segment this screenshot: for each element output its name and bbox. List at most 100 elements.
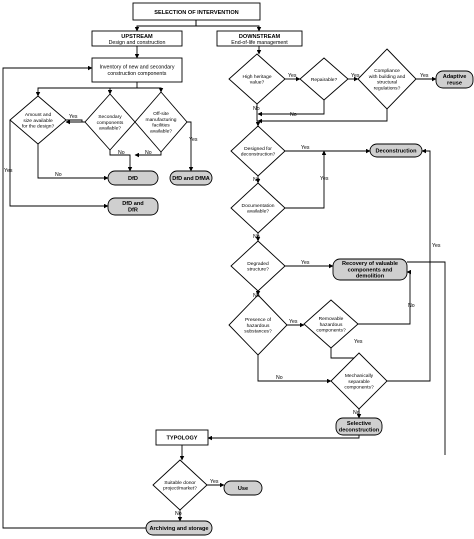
decision-donor-text: Suitable donor [164, 480, 196, 486]
decision-offsite-text: facilities [152, 123, 170, 129]
outcome-use: Use [223, 480, 263, 496]
outcome-dfd: DfD [107, 170, 159, 186]
box-inventory: Inventory of new and secondaryconstructi… [91, 57, 183, 83]
edge-repairable-no [257, 100, 325, 117]
edge-label-yes: Yes [4, 168, 13, 174]
edge-label-yes: Yes [210, 479, 219, 485]
inventory-text: construction components [108, 71, 167, 77]
decision-offsite-text: available? [150, 129, 172, 135]
recovery-text: components and [348, 267, 393, 273]
decision-amount-text: Amount and [25, 112, 52, 118]
downstream-subtitle: End-of-life management [231, 40, 288, 46]
dfd-dfma-text: DfD and DfMA [172, 176, 210, 182]
decision-offsite: Off-sitemanufacturingfacilitiesavailable… [134, 91, 188, 153]
edge-label-yes: Yes [189, 137, 198, 143]
decision-designed-text: deconstruction? [241, 152, 276, 158]
dfd-dfr-text: DfR [128, 207, 138, 213]
flow-connectors [2, 20, 446, 529]
recovery-text: demolition [356, 274, 385, 280]
decision-secondary-text: available? [99, 126, 121, 132]
edge-amount-no [37, 144, 109, 181]
edge-separable-yes [387, 148, 431, 382]
decision-compliance-text: structural [377, 80, 397, 86]
edge-outcomes-to-typology [207, 435, 360, 441]
use-text: Use [238, 486, 248, 492]
selective-text: deconstruction [339, 427, 380, 433]
edge-label-no: No [290, 112, 297, 118]
decision-heritage-text: value? [250, 80, 265, 86]
adaptive-text: Adaptive [443, 74, 467, 80]
edge-offsite-no [134, 152, 162, 158]
recovery-text: Recovery of valuable [342, 261, 398, 267]
edge-label-no: No [253, 106, 260, 112]
downstream-header: DOWNSTREAM End-of-life management [216, 30, 303, 47]
outcome-deconstruction: Deconstruction [369, 143, 423, 158]
decision-documentation-text: available? [247, 209, 269, 215]
flow-nodes: Inventory of new and secondaryconstructi… [9, 48, 474, 536]
decision-secondary-text: components [97, 120, 124, 126]
decision-heritage-text: High heritage [242, 74, 271, 80]
edge-heritage-no [255, 104, 261, 127]
decision-separable-text: Mechanically [345, 373, 374, 379]
decision-compliance-text: Compliance [374, 68, 400, 74]
edge-offsite-yes [187, 121, 194, 172]
edge-label-no: No [353, 410, 360, 416]
edge-label-no: No [118, 150, 125, 156]
edge-label-no: No [276, 375, 283, 381]
edge-label-yes: Yes [432, 243, 441, 249]
decision-documentation-text: Documentation [242, 203, 275, 209]
edge-label-yes: Yes [420, 73, 429, 79]
adaptive-text: reuse [447, 80, 462, 86]
edge-label-no: No [253, 177, 260, 183]
edge-label-no: No [145, 150, 152, 156]
edge-label-yes: Yes [301, 145, 310, 151]
outcome-archiving: Archiving and storage [145, 520, 213, 536]
edge-label-yes: Yes [301, 260, 310, 266]
edge-label-no: No [253, 293, 260, 299]
decision-degraded-text: structure? [247, 267, 269, 273]
decision-separable-text: separable [348, 379, 370, 385]
deconstruction-text: Deconstruction [375, 148, 417, 154]
edge-secondary-no [109, 150, 133, 172]
edge-label-yes: Yes [351, 73, 360, 79]
edge-inventory-to-offsite [137, 87, 164, 93]
edge-removable-no [358, 269, 412, 325]
edge-removable-yes [330, 348, 362, 359]
decision-removable-text: hazardous [320, 322, 343, 328]
upstream-header: UPSTREAM Design and construction [91, 30, 183, 47]
edge-amount-yes-up [66, 119, 83, 122]
header-title: SELECTION OF INTERVENTION [154, 10, 238, 16]
decision-amount-text: size available [23, 118, 53, 124]
archiving-text: Archiving and storage [149, 526, 208, 532]
edge-compliance-no [257, 109, 388, 124]
inventory-text: Inventory of new and secondary [99, 65, 174, 71]
decision-compliance-text: with building and [369, 74, 406, 80]
edge-label-no: No [175, 511, 182, 517]
decision-hazardous-text: substances? [244, 329, 272, 335]
decision-compliance-text: regulations? [374, 86, 401, 92]
edge-header-to-downstream [195, 20, 262, 32]
downstream-title: DOWNSTREAM [239, 34, 281, 40]
edge-label-no: No [408, 303, 415, 309]
edge-amount-yes [9, 120, 109, 209]
decision-amount-text: for the design? [22, 124, 55, 130]
decision-donor-text: project/market? [163, 486, 197, 492]
edge-hazardous-no [257, 355, 332, 384]
selection-header: SELECTION OF INTERVENTION [132, 2, 261, 21]
decision-degraded-text: Degraded [247, 261, 269, 267]
edge-header-to-upstream [134, 20, 197, 32]
decision-repairable-text: Repairable? [311, 77, 338, 83]
